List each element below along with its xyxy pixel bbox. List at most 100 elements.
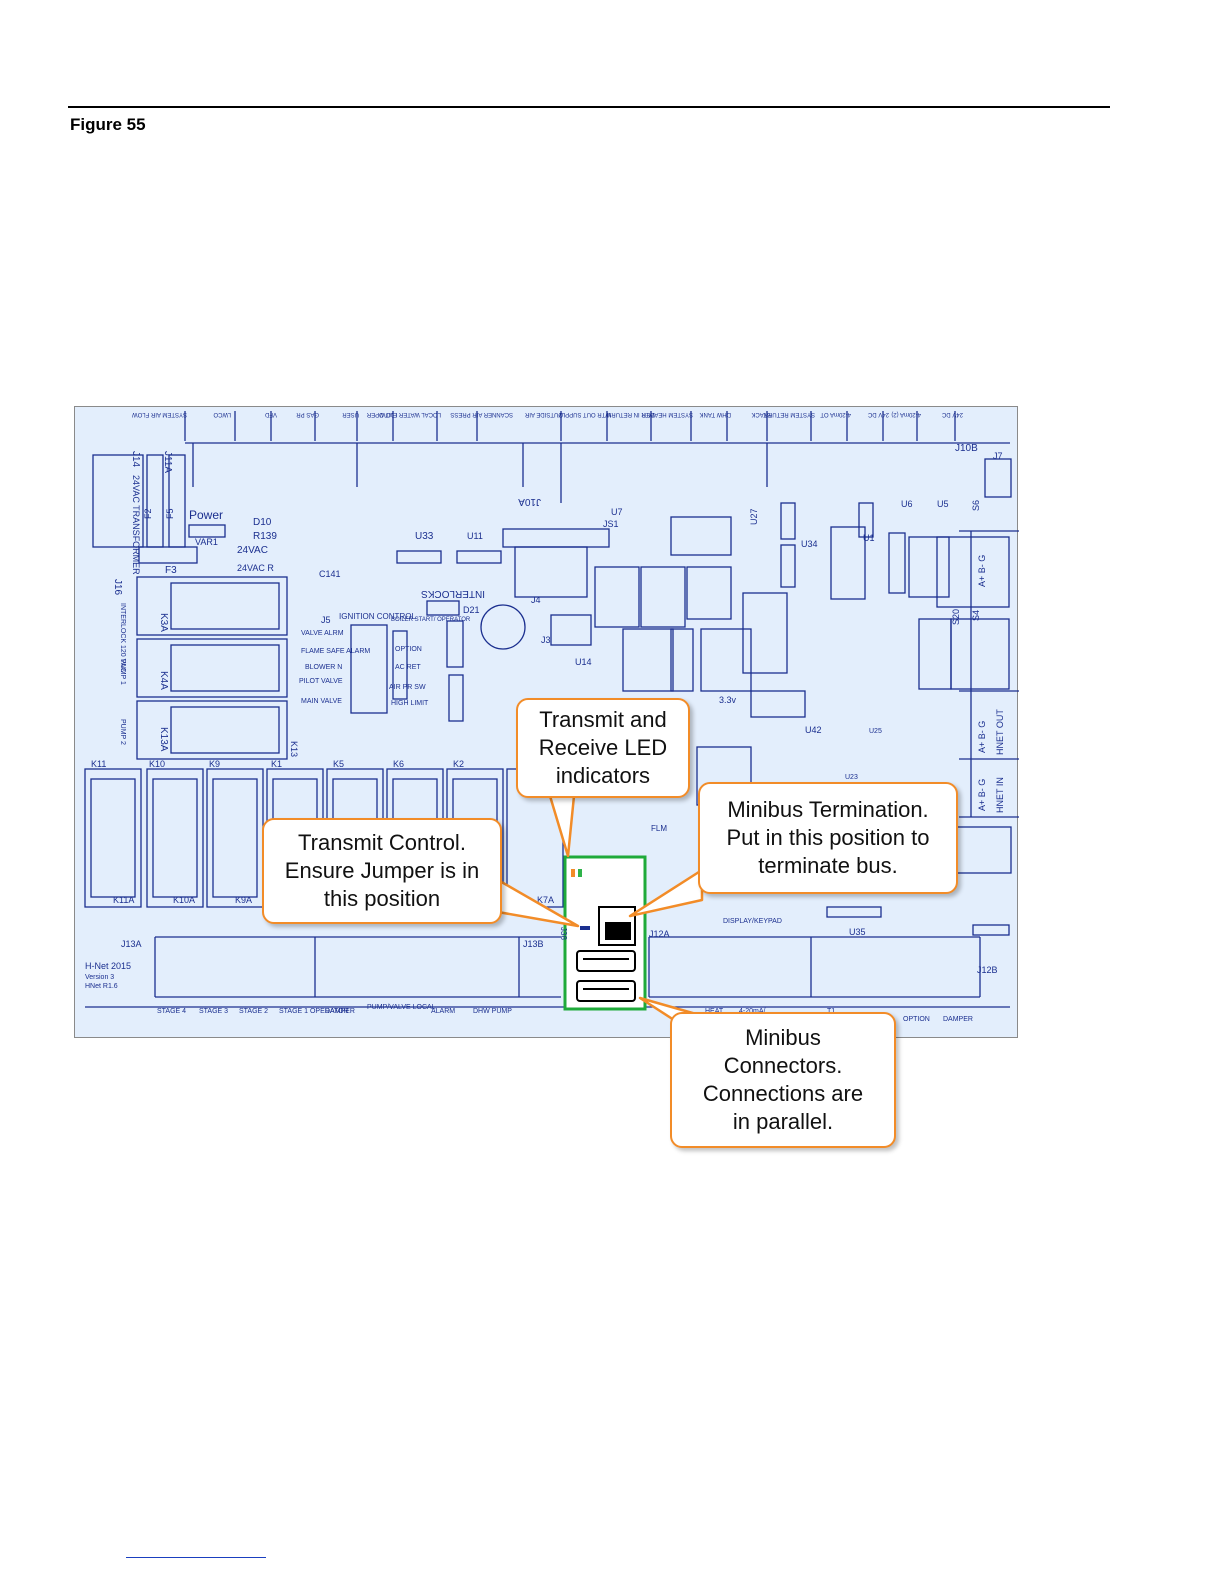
relay-top-4: K1 [271, 759, 282, 769]
label-j7: J7 [993, 451, 1003, 461]
top-terminal-7: LOCAL WATER FLOW [380, 411, 441, 417]
relay-bottom-3: K9A [235, 895, 252, 905]
label-power: Power [189, 508, 223, 522]
label-u42: U42 [805, 725, 822, 735]
label-j4: J4 [531, 595, 541, 605]
label-abg-out: A+ B- G [977, 721, 987, 753]
label-j10a: J10A [518, 496, 541, 507]
relay-top-6: K6 [393, 759, 404, 769]
label-var1: VAR1 [195, 537, 218, 547]
label-u1: U1 [863, 533, 875, 543]
label-s4: S4 [971, 610, 981, 621]
top-terminal-16: 4-20mA OT [820, 411, 851, 417]
label-air-pr: AIR PR SW [389, 684, 426, 691]
top-terminal-19: 24V DC [941, 411, 963, 417]
label-interlock-120: INTERLOCK 120 VAC [119, 603, 126, 673]
label-display: DISPLAY/KEYPAD [723, 918, 782, 925]
minibus-area [563, 855, 647, 1011]
minibus-connector-2 [576, 980, 636, 1002]
bottom-right-terminal-4: T1 [827, 1008, 835, 1015]
label-u25: U25 [869, 728, 882, 735]
label-k3a: K3A [158, 613, 169, 632]
label-js1: JS1 [603, 519, 619, 529]
relay-top-7: K2 [453, 759, 464, 769]
label-u35: U35 [849, 927, 866, 937]
header-rule [68, 106, 1110, 108]
label-u11: U11 [467, 531, 483, 541]
relay-top-2: K10 [149, 759, 165, 769]
label-r139: R139 [253, 531, 277, 542]
label-blower: BLOWER N [305, 664, 342, 671]
callout-minibus-connectors: Minibus Connectors. Connections are in p… [670, 1012, 896, 1148]
top-terminal-14: STACK [751, 411, 771, 417]
board-drawing: J14 J11A J10A J10B J16 24VAC TRANSFORMER… [84, 411, 1019, 1023]
top-terminal-18: 4-20mA (2) [891, 411, 921, 417]
label-pump-2: PUMP 2 [119, 719, 126, 745]
bottom-terminal-3: STAGE 2 [239, 1008, 268, 1015]
label-transformer: 24VAC TRANSFORMER [131, 475, 141, 575]
label-24vac-r: 24VAC R [237, 563, 274, 573]
bottom-terminal-6: PUMP/VALVE LOCAL [367, 1004, 436, 1011]
label-k4a: K4A [158, 671, 169, 690]
label-abg-in: A+ B- G [977, 779, 987, 811]
label-j16: J16 [112, 579, 123, 596]
label-d21: D21 [463, 605, 480, 615]
label-s6: S6 [971, 500, 981, 511]
label-j38: J38 [559, 927, 568, 940]
label-d10: D10 [253, 517, 272, 528]
relay-bottom-1: K11A [113, 895, 134, 905]
label-f2: F2 [143, 508, 153, 519]
footer-underline [126, 1557, 266, 1558]
relay-bottom-4: K7A [537, 895, 554, 905]
label-u5: U5 [937, 499, 949, 509]
label-f5: F5 [165, 508, 175, 519]
label-valve-alrm: VALVE ALRM [301, 630, 344, 637]
figure-title: Figure 55 [70, 115, 146, 134]
label-pilot: PILOT VALVE [299, 678, 343, 685]
relay-top-3: K9 [209, 759, 220, 769]
label-high-limit: HIGH LIMIT [391, 700, 429, 707]
bottom-right-terminal-1: AA [661, 1008, 671, 1015]
label-main-valve: MAIN VALVE [301, 698, 342, 705]
label-j12b: J12B [977, 965, 998, 975]
relay-top-5: K5 [333, 759, 344, 769]
bottom-terminal-4: STAGE 1 OPERATOR [279, 1008, 349, 1015]
label-j12a: J12A [649, 929, 670, 939]
relay-top-1: K11 [91, 759, 106, 769]
label-flm: FLM [651, 824, 667, 833]
label-interlocks: INTERLOCKS [421, 588, 485, 599]
top-terminal-17: 24V DC [867, 411, 889, 417]
top-terminal-10: WTR OUT SUPPLY [558, 411, 611, 417]
label-j13a: J13A [121, 939, 142, 949]
label-j5: J5 [321, 615, 331, 625]
callout-minibus-termination: Minibus Termination. Put in this positio… [698, 782, 958, 894]
top-terminal-8: SCANNER AIR PRESS [450, 411, 513, 417]
label-j14: J14 [130, 451, 141, 468]
top-terminal-1: SYSTEM AIR FLOW [132, 411, 187, 417]
top-terminal-5: USER [342, 411, 359, 417]
minibus-connector-1 [576, 950, 636, 972]
label-flame-safe: FLAME SAFE ALARM [301, 648, 370, 655]
callout-tx-rx-leds: Transmit and Receive LED indicators [516, 698, 690, 798]
label-3v3: 3.3v [719, 695, 737, 705]
label-hnet-in: HNET IN [995, 777, 1005, 813]
label-k13: K13 [289, 741, 299, 757]
top-terminal-15: SYSTEM RETURN [764, 411, 815, 417]
label-j10b: J10B [955, 443, 978, 454]
top-terminal-6: EXT OPER [366, 411, 397, 417]
label-pump-1: PUMP 1 [119, 659, 126, 685]
bottom-terminal-8: DHW PUMP [473, 1008, 512, 1015]
top-terminal-4: GAS PR [296, 411, 319, 417]
label-u7: U7 [611, 507, 623, 517]
relay-bottom-2: K10A [173, 895, 195, 905]
bottom-terminal-5: DAMPER [325, 1008, 355, 1015]
label-ac-ret: AC RET [395, 664, 421, 671]
label-hnet-out: HNET OUT [995, 709, 1005, 755]
label-abg-top: A+ B- G [977, 555, 987, 587]
top-terminal-2: LWCO [213, 411, 231, 417]
top-terminal-11: WTR IN RETURN [607, 411, 655, 417]
bottom-right-terminal-2: HEAT [705, 1008, 724, 1015]
label-u6: U6 [901, 499, 913, 509]
termination-switch-knob [605, 922, 631, 940]
label-u33: U33 [415, 531, 434, 542]
